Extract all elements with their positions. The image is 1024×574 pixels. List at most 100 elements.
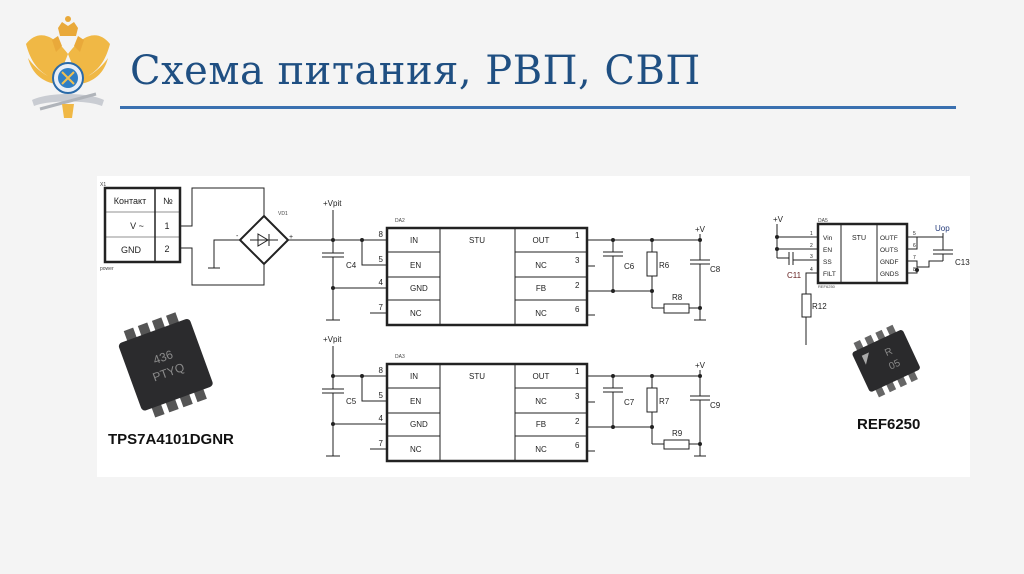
- eagle-emblem-logo: [18, 14, 118, 120]
- svg-text:REF6250: REF6250: [818, 284, 836, 289]
- svg-text:+Vpit: +Vpit: [323, 335, 342, 344]
- ref6250-label: REF6250: [857, 416, 921, 433]
- svg-text:power: power: [100, 266, 114, 272]
- svg-text:Uop: Uop: [935, 224, 950, 233]
- svg-text:GND: GND: [410, 420, 428, 429]
- svg-text:OUTF: OUTF: [880, 235, 898, 242]
- svg-text:GNDS: GNDS: [880, 271, 899, 278]
- svg-text:2: 2: [164, 244, 169, 254]
- svg-text:V ~: V ~: [130, 221, 144, 231]
- svg-text:-: -: [236, 233, 239, 240]
- regulator-da2: +Vpit C4 DA2 STU 8 5 4 7 IN EN GND NC OU…: [288, 199, 721, 327]
- tps7a4101-chip-photo: 436 PTYQ: [118, 312, 213, 418]
- svg-text:NC: NC: [410, 445, 422, 454]
- svg-text:7: 7: [913, 255, 916, 261]
- svg-text:7: 7: [379, 303, 384, 312]
- regulator-da3: +Vpit C5 DA3 STU 8 5 4 7 IN EN GND NC OU…: [322, 335, 721, 463]
- bridge-rectifier-vd1: VD1 - +: [236, 211, 293, 266]
- svg-text:NC: NC: [535, 309, 547, 318]
- svg-text:5: 5: [913, 231, 916, 237]
- svg-text:C13: C13: [955, 258, 970, 267]
- svg-text:STU: STU: [469, 236, 485, 245]
- svg-text:+V: +V: [773, 215, 784, 224]
- svg-text:+: +: [289, 234, 293, 241]
- svg-text:DA2: DA2: [395, 218, 405, 224]
- svg-text:GND: GND: [410, 284, 428, 293]
- svg-text:NC: NC: [410, 309, 422, 318]
- svg-text:6: 6: [575, 441, 580, 450]
- svg-text:R9: R9: [672, 429, 683, 438]
- svg-text:4: 4: [379, 414, 384, 423]
- svg-text:4: 4: [379, 278, 384, 287]
- svg-text:436: 436: [151, 347, 175, 367]
- svg-text:1: 1: [575, 231, 580, 240]
- svg-text:6: 6: [575, 305, 580, 314]
- svg-text:1: 1: [164, 221, 169, 231]
- svg-text:C8: C8: [710, 265, 721, 274]
- title-underline: [120, 106, 956, 109]
- svg-text:4: 4: [810, 267, 813, 273]
- svg-text:+V: +V: [695, 225, 706, 234]
- svg-text:R7: R7: [659, 397, 670, 406]
- svg-text:IN: IN: [410, 236, 418, 245]
- svg-text:8: 8: [379, 230, 384, 239]
- svg-text:X1: X1: [100, 182, 106, 188]
- svg-text:R8: R8: [672, 293, 683, 302]
- svg-text:№: №: [163, 196, 173, 206]
- svg-text:C9: C9: [710, 401, 721, 410]
- svg-text:8: 8: [913, 267, 916, 273]
- svg-text:+Vpit: +Vpit: [323, 199, 342, 208]
- svg-text:C7: C7: [624, 398, 635, 407]
- svg-text:R6: R6: [659, 261, 670, 270]
- svg-text:1: 1: [810, 231, 813, 237]
- svg-text:STU: STU: [852, 235, 866, 242]
- schematic-panel: X1 power Контакт № V ~ 1 GND 2 VD1 - + +…: [97, 176, 970, 477]
- svg-text:C6: C6: [624, 262, 635, 271]
- svg-text:GNDF: GNDF: [880, 259, 898, 266]
- svg-text:SS: SS: [823, 259, 832, 266]
- svg-text:7: 7: [379, 439, 384, 448]
- svg-text:Vin: Vin: [823, 235, 833, 242]
- svg-text:3: 3: [575, 392, 580, 401]
- svg-text:3: 3: [575, 256, 580, 265]
- svg-text:C11: C11: [787, 271, 802, 280]
- tps7a4101-label: TPS7A4101DGNR: [108, 431, 234, 448]
- svg-text:5: 5: [379, 391, 384, 400]
- svg-text:R: R: [883, 346, 894, 359]
- svg-text:6: 6: [913, 243, 916, 249]
- voltage-reference-da5: +V C11 R12 DA5 REF6250 STU Vin EN SS FIL…: [773, 215, 970, 345]
- svg-text:NC: NC: [535, 445, 547, 454]
- svg-text:5: 5: [379, 255, 384, 264]
- svg-text:2: 2: [575, 417, 580, 426]
- svg-text:3: 3: [810, 254, 813, 260]
- svg-text:2: 2: [575, 281, 580, 290]
- svg-text:FB: FB: [536, 284, 546, 293]
- svg-text:GND: GND: [121, 245, 142, 255]
- slide-title: Схема питания, РВП, СВП: [130, 48, 701, 94]
- svg-text:1: 1: [575, 367, 580, 376]
- svg-text:C5: C5: [346, 397, 357, 406]
- ref6250-chip-photo: R 05: [852, 324, 920, 398]
- svg-text:NC: NC: [535, 261, 547, 270]
- connector-x1: X1 power Контакт № V ~ 1 GND 2: [100, 182, 182, 272]
- svg-text:FILT: FILT: [823, 271, 836, 278]
- svg-text:OUT: OUT: [533, 236, 550, 245]
- svg-text:8: 8: [379, 366, 384, 375]
- svg-text:C4: C4: [346, 261, 357, 270]
- svg-text:05: 05: [887, 358, 902, 373]
- svg-text:OUT: OUT: [533, 372, 550, 381]
- svg-text:DA3: DA3: [395, 354, 405, 360]
- svg-text:EN: EN: [823, 247, 832, 254]
- svg-text:FB: FB: [536, 420, 546, 429]
- svg-text:Контакт: Контакт: [114, 196, 146, 206]
- svg-text:DA5: DA5: [818, 218, 828, 224]
- power-schematic: X1 power Контакт № V ~ 1 GND 2 VD1 - + +…: [100, 182, 970, 463]
- svg-text:IN: IN: [410, 372, 418, 381]
- svg-text:R12: R12: [812, 302, 827, 311]
- svg-text:VD1: VD1: [278, 211, 288, 217]
- svg-text:NC: NC: [535, 397, 547, 406]
- svg-text:2: 2: [810, 243, 813, 249]
- svg-text:EN: EN: [410, 261, 421, 270]
- svg-text:OUTS: OUTS: [880, 247, 899, 254]
- svg-text:STU: STU: [469, 372, 485, 381]
